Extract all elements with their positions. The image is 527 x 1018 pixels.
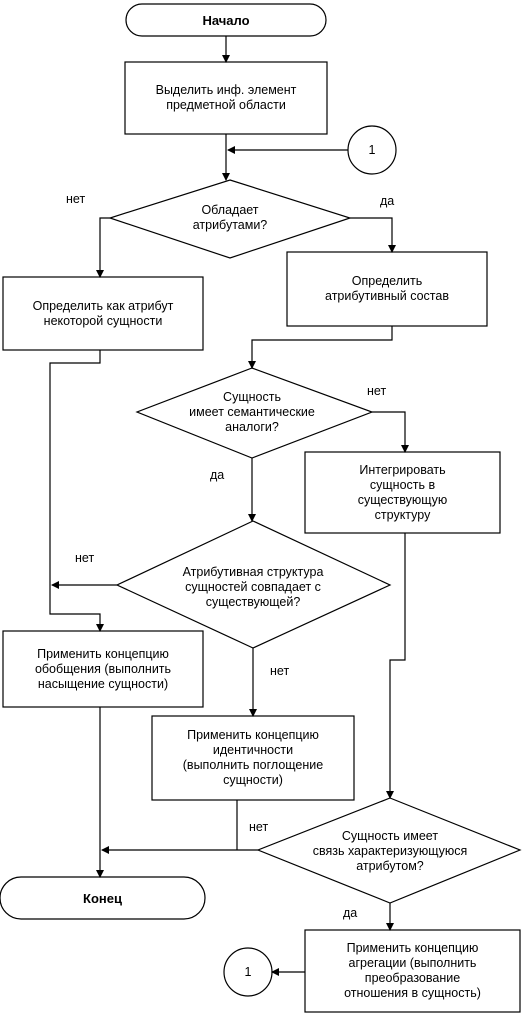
define-attribute-set-box [286, 251, 488, 327]
edge-label-yes-semantic: да [210, 468, 225, 482]
define-attribute-set-label: Определить атрибутивный состав [325, 274, 449, 303]
edge-integrate-link [386, 533, 406, 799]
edge-label-no-attributes: нет [66, 192, 86, 206]
has-attributes-label: Обладает атрибутами? [192, 203, 268, 232]
connector-bottom-label: 1 [244, 964, 252, 979]
apply-aggregation-box [304, 929, 521, 1013]
edge-set-semantic [248, 326, 393, 369]
edge-label-no-semantic: нет [367, 384, 387, 398]
connector-top-label: 1 [368, 142, 376, 157]
start-label: Начало [202, 12, 250, 28]
edge-label-yes-attributes: да [380, 194, 395, 208]
has-characterizing-link-label: Сущность имеет связь характеризующуюся а… [312, 828, 468, 873]
edge-label-yes-link: да [343, 906, 358, 920]
has-semantic-analogs-label: Сущность имеет семантические аналоги? [189, 389, 315, 434]
edge-attribute-join [49, 350, 104, 632]
edge-label-no-structure: нет [75, 551, 95, 565]
structure-matches-label: Атрибутивная структура сущностей совпада… [182, 564, 324, 609]
edge-label-structure-identity: нет [270, 664, 290, 678]
define-as-attribute-label: Определить как атрибут некоторой сущност… [32, 298, 174, 328]
edge-no-semantic [372, 411, 409, 453]
end-label: Конец [83, 890, 122, 906]
select-element-label: Выделить инф. элемент предметной области [155, 83, 297, 112]
apply-aggregation-label: Применить концепцию агрегации (выполнить… [344, 941, 481, 1000]
apply-identity-label: Применить концепцию идентичности (выполн… [182, 728, 324, 787]
integrate-entity-label: Интегрировать сущность в существующую ст… [357, 462, 448, 522]
edge-no-attributes [96, 217, 110, 278]
has-attributes-decision [108, 179, 352, 259]
edge-yes-attributes [350, 217, 396, 253]
apply-generalization-label: Применить концепцию обобщения (выполнить… [34, 646, 172, 691]
edge-label-no-link: нет [249, 820, 269, 834]
